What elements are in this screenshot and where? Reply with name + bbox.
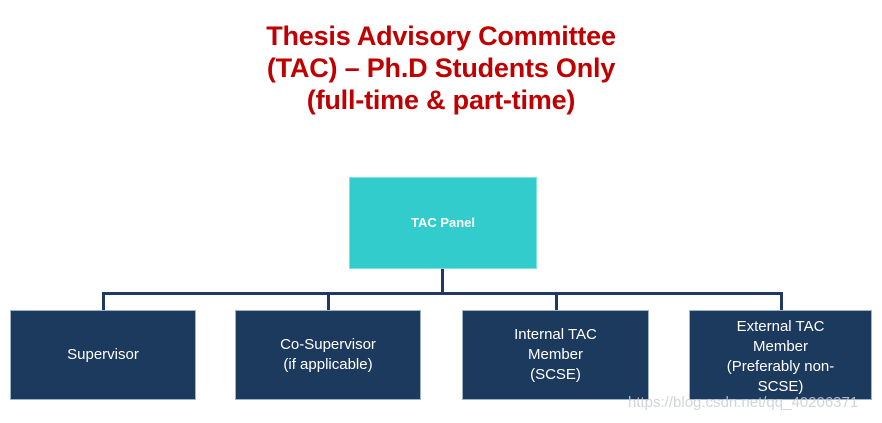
title-line-3: (full-time & part-time) — [306, 85, 576, 115]
node-tac-panel[interactable]: TAC Panel — [349, 177, 537, 269]
connector-trunk-vertical — [441, 269, 444, 294]
connector-drop-2 — [327, 292, 330, 311]
node-co-supervisor-line-2: (if applicable) — [283, 356, 373, 373]
node-supervisor[interactable]: Supervisor — [10, 310, 196, 400]
node-external-tac-member-line-1: External TAC — [736, 318, 825, 335]
node-co-supervisor-line-1: Co-Supervisor — [280, 336, 376, 353]
node-co-supervisor[interactable]: Co-Supervisor (if applicable) — [235, 310, 421, 400]
connector-drop-3 — [555, 292, 558, 311]
node-internal-tac-member-line-1: Internal TAC — [514, 326, 597, 343]
node-internal-tac-member-line-2: Member — [527, 346, 583, 363]
connector-drop-4 — [780, 292, 783, 311]
node-internal-tac-member-label: Internal TAC Member (SCSE) — [463, 325, 648, 385]
node-external-tac-member-label: External TAC Member (Preferably non- SCS… — [690, 317, 871, 397]
node-internal-tac-member[interactable]: Internal TAC Member (SCSE) — [462, 310, 649, 400]
node-external-tac-member[interactable]: External TAC Member (Preferably non- SCS… — [689, 310, 872, 400]
title-line-2: (TAC) – Ph.D Students Only — [266, 53, 616, 83]
page-title: Thesis Advisory Committee (TAC) – Ph.D S… — [0, 20, 882, 116]
node-external-tac-member-line-4: SCSE) — [757, 378, 804, 395]
title-line-1: Thesis Advisory Committee — [266, 21, 616, 51]
node-external-tac-member-line-2: Member — [752, 338, 808, 355]
node-co-supervisor-label: Co-Supervisor (if applicable) — [236, 335, 420, 375]
node-supervisor-line-1: Supervisor — [67, 346, 139, 363]
connector-horizontal-bus — [102, 292, 783, 295]
node-supervisor-label: Supervisor — [11, 345, 195, 365]
node-tac-panel-label: TAC Panel — [410, 215, 476, 230]
connector-drop-1 — [102, 292, 105, 311]
node-external-tac-member-line-3: (Preferably non- — [726, 358, 835, 375]
node-internal-tac-member-line-3: (SCSE) — [530, 366, 581, 383]
